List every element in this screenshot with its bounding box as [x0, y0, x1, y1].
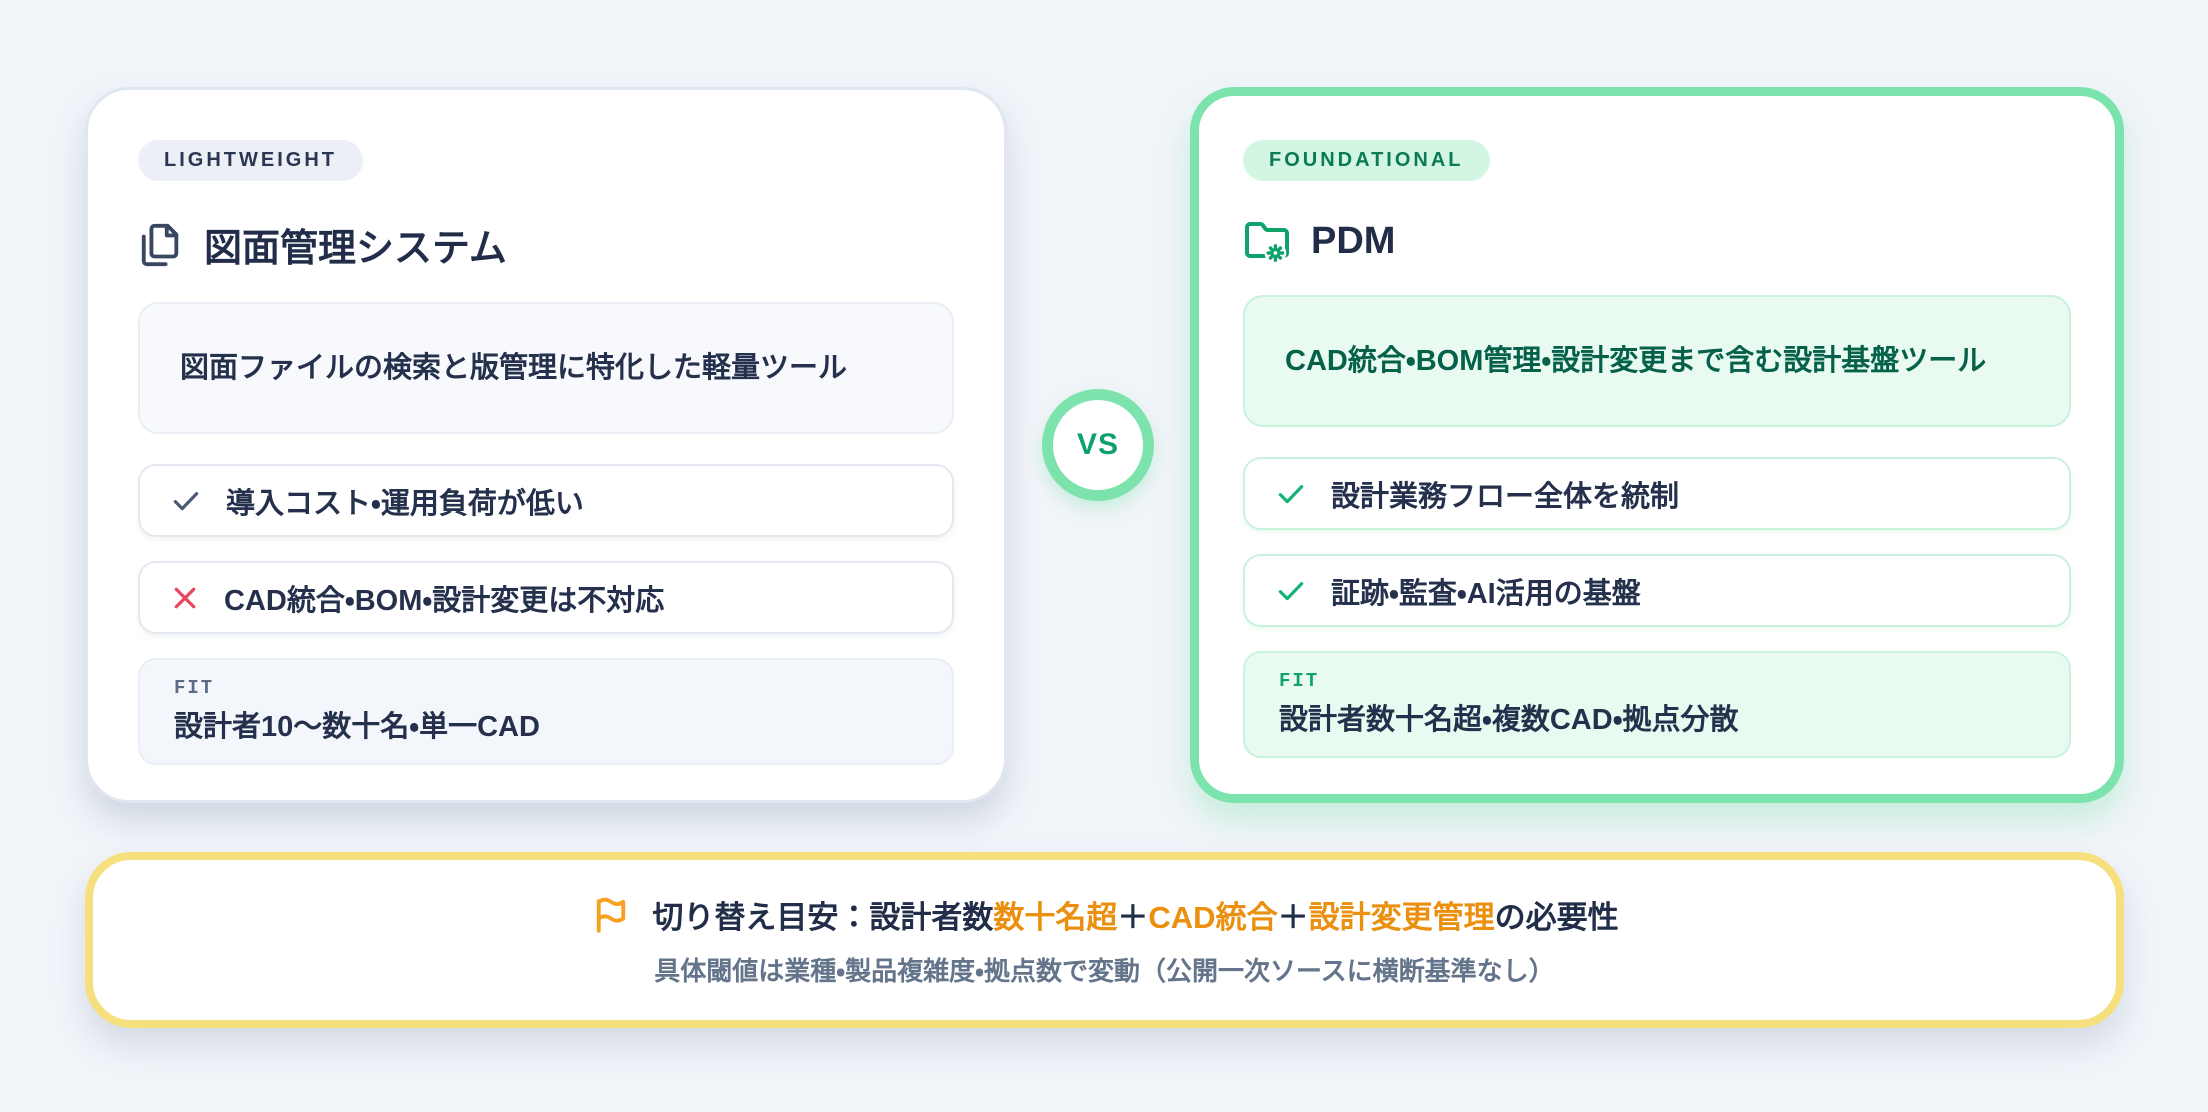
- pdm-pro-row-1: 設計業務フロー全体を統制: [1243, 457, 2071, 531]
- banner-title-segment: ＋: [1117, 900, 1149, 935]
- x-icon: [174, 587, 196, 608]
- lightweight-badge: LIGHTWEIGHT: [138, 140, 363, 181]
- vs-label: VS: [1076, 428, 1120, 461]
- folder-cog-icon: [1245, 222, 1289, 264]
- check-icon: [173, 491, 199, 510]
- banner-title-row: 切り替え目安：設計者数数十名超＋CAD統合＋設計変更管理の必要性: [590, 892, 1619, 937]
- lightweight-pro-row: 導入コスト・運用負荷が低い: [138, 464, 954, 538]
- check-icon: [1278, 581, 1304, 600]
- switch-guideline-banner: 切り替え目安：設計者数数十名超＋CAD統合＋設計変更管理の必要性 具体閾値は業種…: [85, 852, 2124, 1028]
- banner-title-segment: ＋: [1277, 900, 1309, 935]
- banner-subtitle: 具体閾値は業種・製品複雑度・拠点数で変動（公開一次ソースに横断基準なし）: [654, 956, 1555, 986]
- pdm-pro-row-2: 証跡・監査・AI活用の基盤: [1243, 554, 2071, 628]
- banner-title-segment: 切り替え目安：設計者数: [652, 900, 994, 935]
- foundational-badge: FOUNDATIONAL: [1243, 140, 1490, 181]
- gear-glyph: [1264, 242, 1287, 264]
- banner-title-segment: 数十名超: [993, 900, 1118, 935]
- pdm-description: CAD統合・BOM管理・設計変更まで含む設計基盤ツール: [1285, 345, 1987, 377]
- lightweight-title: 図面管理システム: [204, 228, 507, 270]
- vs-badge: VS: [1042, 389, 1154, 501]
- check-icon: [1278, 484, 1304, 503]
- feature-text: 導入コスト・運用負荷が低い: [226, 487, 584, 520]
- feature-text: CAD統合・BOM・設計変更は不対応: [224, 584, 665, 617]
- lightweight-description-box: 図面ファイルの検索と版管理に特化した軽量ツール: [138, 302, 954, 435]
- banner-title: 切り替え目安：設計者数数十名超＋CAD統合＋設計変更管理の必要性: [652, 892, 1618, 937]
- banner-title-segment: の必要性: [1494, 900, 1619, 935]
- pdm-title: PDM: [1311, 219, 1396, 262]
- lightweight-description: 図面ファイルの検索と版管理に特化した軽量ツール: [180, 352, 848, 384]
- banner-title-segment: 設計変更管理: [1308, 900, 1495, 935]
- feature-text: 設計業務フロー全体を統制: [1331, 480, 1680, 513]
- pdm-title-row: PDM: [1243, 217, 2071, 265]
- fit-value: 設計者数十名超・複数CAD・拠点分散: [1279, 704, 1739, 737]
- banner-title-segment: CAD統合: [1148, 900, 1278, 935]
- flag-icon: [597, 897, 626, 933]
- lightweight-fit-box: FIT 設計者10〜数十名・単一CAD: [138, 658, 954, 766]
- lightweight-title-row: 図面管理システム: [138, 217, 954, 272]
- pdm-fit-box: FIT 設計者数十名超・複数CAD・拠点分散: [1243, 651, 2071, 759]
- lightweight-card: LIGHTWEIGHT 図面管理システム 図面ファイルの検索と版管理に特化した軽…: [85, 87, 1007, 803]
- fit-value: 設計者10〜数十名・単一CAD: [174, 711, 540, 744]
- lightweight-con-row: CAD統合・BOM・設計変更は不対応: [138, 561, 954, 635]
- feature-text: 証跡・監査・AI活用の基盤: [1331, 577, 1641, 610]
- fit-label: FIT: [1279, 670, 1320, 693]
- fit-label: FIT: [174, 677, 215, 700]
- pdm-description-box: CAD統合・BOM管理・設計変更まで含む設計基盤ツール: [1243, 295, 2071, 428]
- pdm-card: FOUNDATIONAL PDM CAD統合・BOM管理・設計変更まで含む設計基…: [1190, 87, 2124, 803]
- files-icon: [141, 223, 179, 266]
